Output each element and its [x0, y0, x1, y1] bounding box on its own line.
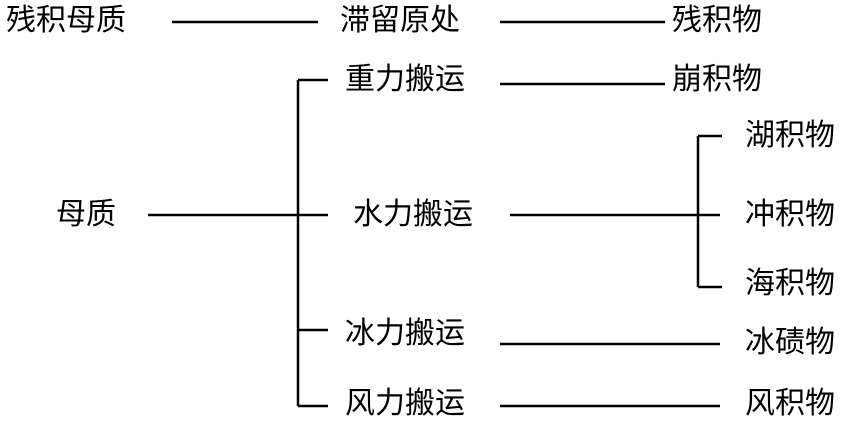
wind-deposit-label: 风积物 [745, 386, 835, 421]
water-deposit-alluvial-label: 冲积物 [745, 197, 835, 232]
water-deposit-lake-label: 湖积物 [745, 118, 835, 153]
residual-parent-label: 残积母质 [6, 3, 126, 38]
ice-deposit-label: 冰碛物 [745, 325, 835, 360]
wind-process-label: 风力搬运 [345, 386, 465, 421]
parent-label: 母质 [56, 197, 116, 232]
ice-process-label: 冰力搬运 [345, 316, 465, 351]
water-deposit-marine-label: 海积物 [745, 266, 835, 301]
gravity-deposit-label: 崩积物 [672, 62, 762, 97]
residual-process-label: 滞留原处 [340, 3, 460, 38]
water-process-label: 水力搬运 [353, 197, 473, 232]
gravity-process-label: 重力搬运 [345, 62, 465, 97]
residual-deposit-label: 残积物 [672, 3, 762, 38]
